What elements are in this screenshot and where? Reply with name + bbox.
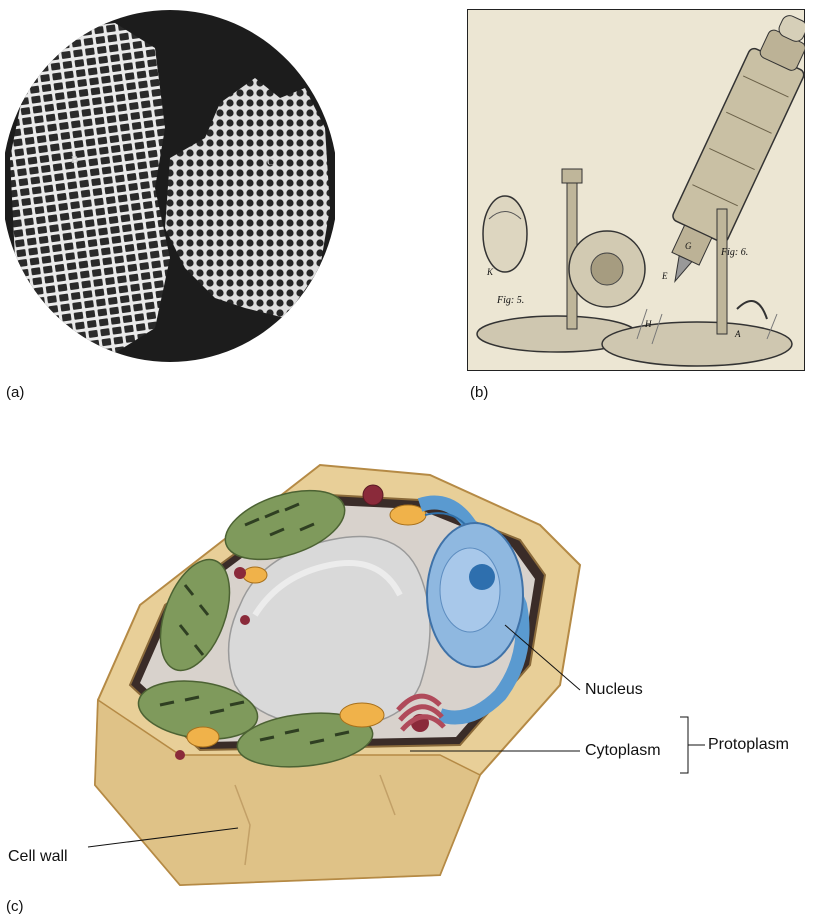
- engraving-letter-g: G: [685, 241, 692, 251]
- engraving-letter-e: E: [662, 271, 668, 281]
- panel-c-label: (c): [6, 898, 24, 915]
- engraving-letter-k: K: [487, 267, 493, 277]
- panel-a-label: (a): [6, 384, 24, 401]
- engraving-fig6: Fig: 6.: [721, 247, 748, 258]
- protoplasm-label: Protoplasm: [708, 736, 789, 754]
- micrograph-label-c: C: [267, 156, 274, 168]
- protoplasm-bracket: [680, 717, 688, 773]
- engraving-fig5: Fig: 5.: [497, 295, 524, 306]
- plant-cell-diagram: [0, 455, 817, 895]
- panel-a-micrograph: B C: [5, 8, 335, 363]
- cytoplasm-label: Cytoplasm: [585, 742, 661, 760]
- panel-c-plant-cell: Nucleus Cytoplasm Protoplasm Cell wall: [0, 455, 817, 895]
- engraving-letter-h: H: [645, 319, 652, 329]
- microscope-engraving-image: [467, 9, 805, 371]
- nucleus-label: Nucleus: [585, 681, 643, 699]
- panel-b-label: (b): [470, 384, 488, 401]
- engraving-letter-a: A: [735, 329, 741, 339]
- nucleolus: [469, 564, 495, 590]
- micrograph-label-b: B: [71, 154, 78, 166]
- cell-wall-label: Cell wall: [8, 848, 68, 866]
- panel-b-engraving: K Fig: 5. Fig: 6. G E H A: [467, 9, 805, 371]
- cork-micrograph-image: [5, 8, 335, 363]
